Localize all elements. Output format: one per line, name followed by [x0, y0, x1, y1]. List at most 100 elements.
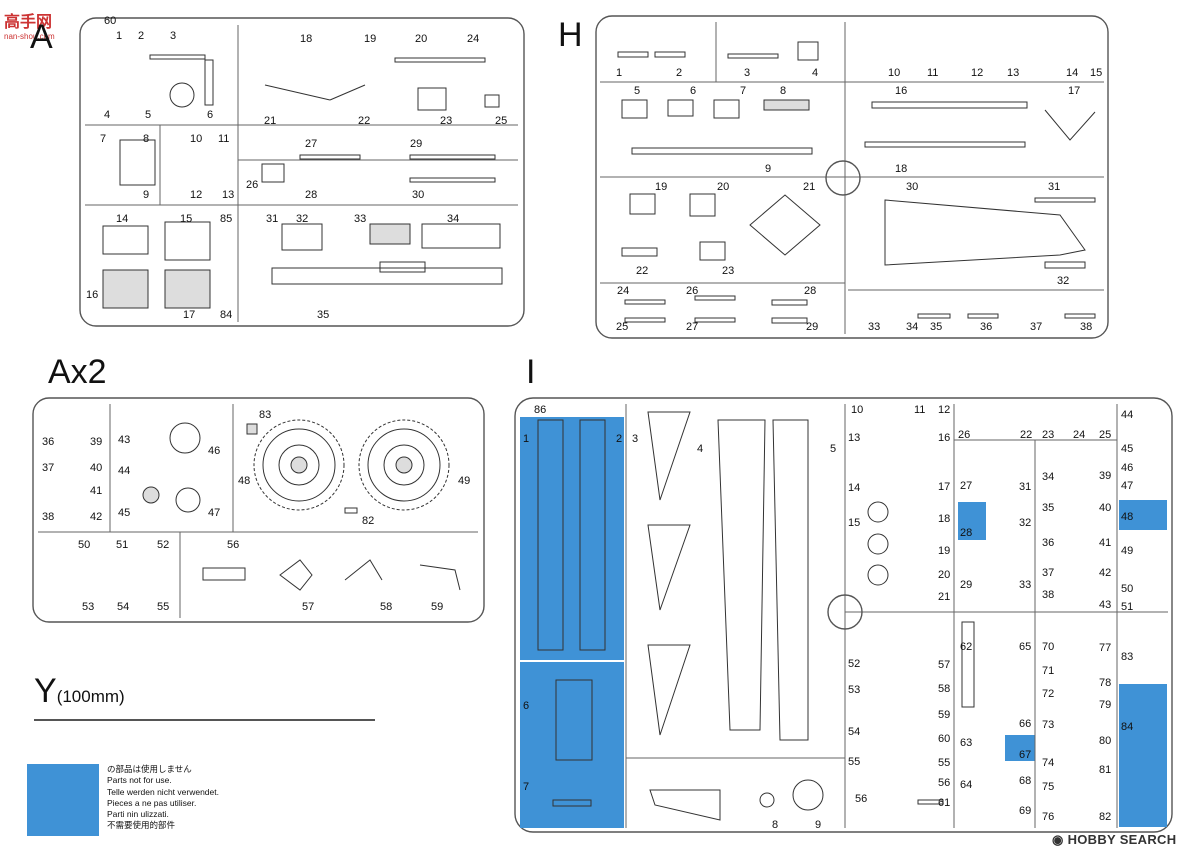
svg-text:16: 16	[895, 85, 907, 97]
sprue-h-title: H	[558, 16, 583, 54]
svg-text:57: 57	[302, 601, 314, 613]
sprue-h-hub	[825, 160, 861, 196]
wheel-49	[358, 419, 450, 511]
svg-text:23: 23	[1042, 429, 1054, 441]
watermark-top-left: 高手网 nan-shou.com	[4, 8, 55, 41]
svg-text:38: 38	[1042, 589, 1054, 601]
svg-text:18: 18	[938, 513, 950, 525]
svg-text:56: 56	[855, 793, 867, 805]
svg-text:43: 43	[1099, 599, 1111, 611]
svg-text:28: 28	[960, 527, 972, 539]
svg-text:2: 2	[138, 30, 144, 42]
svg-text:29: 29	[960, 579, 972, 591]
svg-text:84: 84	[220, 309, 232, 321]
unused-part-84	[1119, 684, 1167, 827]
svg-text:36: 36	[1042, 537, 1054, 549]
svg-text:47: 47	[1121, 480, 1133, 492]
svg-text:17: 17	[938, 481, 950, 493]
svg-text:30: 30	[906, 181, 918, 193]
svg-text:63: 63	[960, 737, 972, 749]
svg-text:3: 3	[744, 67, 750, 79]
svg-text:70: 70	[1042, 641, 1054, 653]
svg-text:14: 14	[116, 213, 128, 225]
svg-text:41: 41	[90, 485, 102, 497]
svg-text:17: 17	[1068, 85, 1080, 97]
unused-part-28	[958, 502, 986, 540]
svg-text:75: 75	[1042, 781, 1054, 793]
sprue-a-title: A	[30, 18, 53, 56]
svg-text:18: 18	[300, 33, 312, 45]
svg-text:58: 58	[938, 683, 950, 695]
unused-part-67	[1005, 735, 1035, 761]
svg-text:47: 47	[208, 507, 220, 519]
svg-text:3: 3	[170, 30, 176, 42]
watermark-bottom-right: ◉ HOBBY SEARCH	[1052, 832, 1176, 848]
svg-text:32: 32	[1057, 275, 1069, 287]
svg-text:15: 15	[180, 213, 192, 225]
svg-text:22: 22	[358, 115, 370, 127]
legend-line-it: Parti nin ulizzati.	[107, 809, 169, 820]
svg-text:10: 10	[190, 133, 202, 145]
svg-text:45: 45	[118, 507, 130, 519]
svg-text:58: 58	[380, 601, 392, 613]
svg-text:3: 3	[632, 433, 638, 445]
svg-text:14: 14	[848, 482, 860, 494]
svg-text:40: 40	[1099, 502, 1111, 514]
svg-text:33: 33	[868, 321, 880, 333]
svg-text:1: 1	[523, 433, 529, 445]
svg-text:42: 42	[1099, 567, 1111, 579]
svg-text:2: 2	[676, 67, 682, 79]
svg-text:31: 31	[266, 213, 278, 225]
svg-text:30: 30	[412, 189, 424, 201]
svg-text:10: 10	[851, 404, 863, 416]
svg-text:14: 14	[1066, 67, 1078, 79]
svg-text:67: 67	[1019, 749, 1031, 761]
svg-text:26: 26	[246, 179, 258, 191]
svg-text:7: 7	[523, 781, 529, 793]
svg-text:56: 56	[938, 777, 950, 789]
svg-text:24: 24	[467, 33, 479, 45]
svg-text:19: 19	[938, 545, 950, 557]
sprue-ax2-title: Ax2	[48, 353, 107, 391]
svg-text:32: 32	[296, 213, 308, 225]
svg-text:71: 71	[1042, 665, 1054, 677]
svg-text:69: 69	[1019, 805, 1031, 817]
svg-text:35: 35	[317, 309, 329, 321]
watermark-text: 高手网	[4, 14, 53, 31]
svg-text:36: 36	[42, 436, 54, 448]
svg-text:20: 20	[938, 569, 950, 581]
svg-text:80: 80	[1099, 735, 1111, 747]
svg-text:84: 84	[1121, 721, 1133, 733]
svg-text:27: 27	[305, 138, 317, 150]
sprue-y-label: Y(100mm)	[34, 672, 125, 711]
svg-text:46: 46	[1121, 462, 1133, 474]
svg-text:57: 57	[938, 659, 950, 671]
svg-text:12: 12	[190, 189, 202, 201]
wheel-48	[253, 419, 345, 511]
svg-text:13: 13	[1007, 67, 1019, 79]
svg-text:25: 25	[495, 115, 507, 127]
svg-text:59: 59	[938, 709, 950, 721]
svg-text:61: 61	[938, 797, 950, 809]
svg-text:48: 48	[238, 475, 250, 487]
svg-text:34: 34	[906, 321, 918, 333]
legend-line-ja: の部品は使用しません	[107, 764, 192, 774]
svg-text:15: 15	[848, 517, 860, 529]
svg-text:4: 4	[697, 443, 703, 455]
svg-text:79: 79	[1099, 699, 1111, 711]
svg-text:83: 83	[259, 409, 271, 421]
unused-parts-6-7	[520, 662, 624, 828]
svg-text:73: 73	[1042, 719, 1054, 731]
svg-text:36: 36	[980, 321, 992, 333]
svg-text:50: 50	[78, 539, 90, 551]
svg-text:21: 21	[264, 115, 276, 127]
svg-text:9: 9	[765, 163, 771, 175]
svg-text:49: 49	[458, 475, 470, 487]
sprue-h-frame	[595, 15, 1109, 339]
svg-text:22: 22	[1020, 429, 1032, 441]
sprue-ax2-frame	[32, 397, 485, 623]
svg-text:8: 8	[772, 819, 778, 831]
svg-text:22: 22	[636, 265, 648, 277]
svg-text:53: 53	[848, 684, 860, 696]
svg-text:16: 16	[938, 432, 950, 444]
